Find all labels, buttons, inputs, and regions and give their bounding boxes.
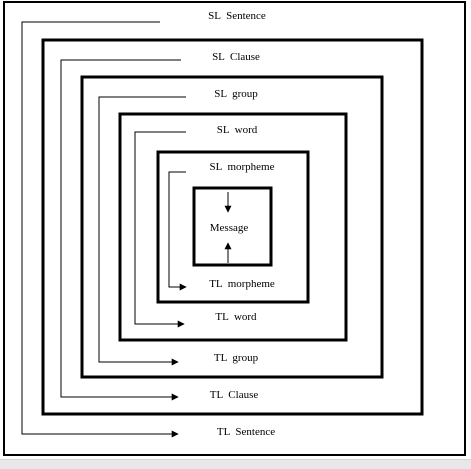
label-sl-sentence: SL Sentence: [208, 10, 266, 22]
frame-message: [192, 186, 273, 267]
label-tl-sentence: TL Sentence: [217, 426, 275, 438]
label-sl-group: SL group: [214, 88, 258, 100]
frame-sentence: [3, 1, 466, 456]
bottom-strip: [0, 459, 471, 469]
frame-morpheme: [156, 150, 310, 304]
frame-clause: [41, 38, 424, 416]
connector-sentence: [21, 21, 179, 438]
label-tl-clause: TL Clause: [210, 389, 259, 401]
label-sl-morpheme: SL morpheme: [210, 161, 275, 173]
label-tl-group: TL group: [214, 352, 259, 364]
connector-word: [134, 131, 186, 328]
label-tl-morpheme: TL morpheme: [209, 278, 275, 290]
connector-morpheme: [168, 171, 187, 291]
frame-group: [80, 75, 384, 379]
label-message: Message: [210, 222, 249, 234]
label-tl-word: TL word: [215, 311, 257, 323]
label-sl-word: SL word: [217, 124, 258, 136]
label-sl-clause: SL Clause: [212, 51, 260, 63]
connector-group: [98, 96, 186, 366]
frame-word: [118, 112, 348, 342]
connector-clause: [60, 59, 181, 401]
